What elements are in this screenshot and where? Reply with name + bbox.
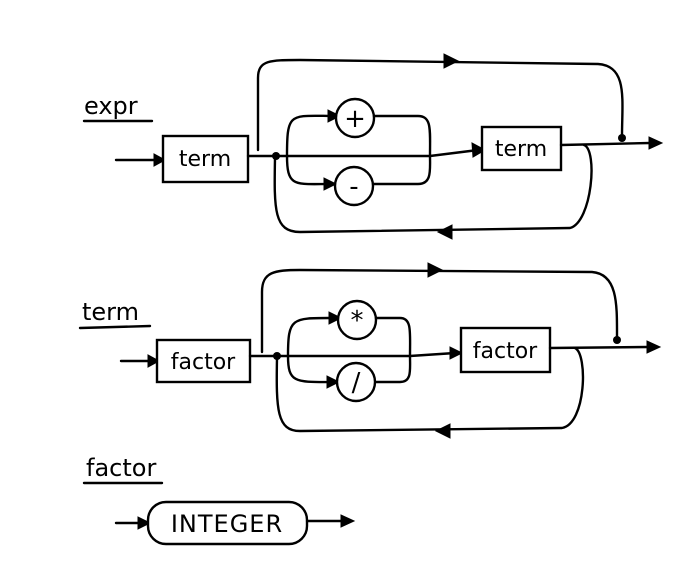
term-rule-name: term [82, 298, 139, 326]
term-divide-arrow [326, 375, 341, 389]
expr-exit-line [559, 141, 652, 147]
expr-skip-arrow [443, 53, 460, 69]
expr-first-box [161, 134, 250, 184]
expr-op-label-1: + [344, 104, 366, 134]
term-skip-path [260, 268, 619, 354]
factor-rule-name: factor [86, 454, 156, 482]
expr-plus-branch-in [285, 114, 340, 158]
term-main-line [248, 351, 457, 358]
expr-entry-arrow [153, 153, 167, 167]
term-divide-branch-in [286, 354, 338, 384]
expr-loop-back-arrow [436, 224, 453, 240]
expr-rule: expr term + - term [82, 53, 664, 240]
expr-mid-arrow [471, 142, 487, 158]
term-times-branch-out [374, 316, 412, 358]
factor-exit-arrow [340, 514, 356, 528]
term-first-box [155, 338, 252, 384]
term-exit-arrow [646, 340, 662, 354]
term-op-circle-2 [335, 361, 377, 403]
expr-exit-arrow [648, 136, 664, 150]
expr-minus-branch-out [370, 154, 432, 186]
expr-main-line [246, 148, 480, 158]
term-loop-back-arrow [434, 423, 451, 439]
term-times-arrow [328, 311, 343, 325]
expr-op-circle-1 [334, 97, 376, 139]
factor-rule: factor INTEGER [82, 454, 356, 546]
expr-loop-back [273, 143, 593, 234]
term-skip-arrow [427, 262, 444, 278]
factor-terminal-pill [146, 500, 309, 546]
expr-minus-branch-in [285, 154, 334, 186]
expr-op-label-2: - [349, 172, 358, 202]
expr-rule-name: expr [84, 92, 138, 120]
term-second-box-label: factor [473, 339, 538, 364]
term-split-dot [273, 352, 281, 360]
term-rule: term factor * / factor [78, 262, 662, 439]
term-loop-back [275, 346, 585, 433]
expr-second-box [480, 125, 563, 172]
term-op-label-2: / [352, 368, 361, 398]
factor-terminal-label: INTEGER [171, 510, 283, 538]
factor-entry-arrow [137, 516, 152, 530]
expr-plus-branch-out [372, 114, 432, 158]
term-op-circle-1 [336, 299, 378, 341]
term-exit-line [548, 345, 650, 350]
expr-skip-path [256, 58, 624, 152]
expr-plus-arrow [327, 109, 342, 123]
expr-op-circle-2 [333, 165, 375, 207]
term-first-box-label: factor [171, 350, 236, 375]
term-rule-underline [78, 324, 152, 330]
term-entry-arrow [147, 354, 161, 368]
term-merge-dot [613, 336, 621, 344]
expr-minus-arrow [323, 177, 338, 191]
term-second-box [459, 326, 552, 374]
term-mid-arrow [449, 346, 464, 360]
term-divide-branch-out [374, 354, 412, 384]
term-times-branch-in [286, 316, 340, 358]
term-op-label-1: * [351, 306, 364, 336]
expr-first-box-label: term [179, 147, 231, 172]
expr-merge-dot [618, 134, 626, 142]
expr-second-box-label: term [495, 137, 547, 162]
